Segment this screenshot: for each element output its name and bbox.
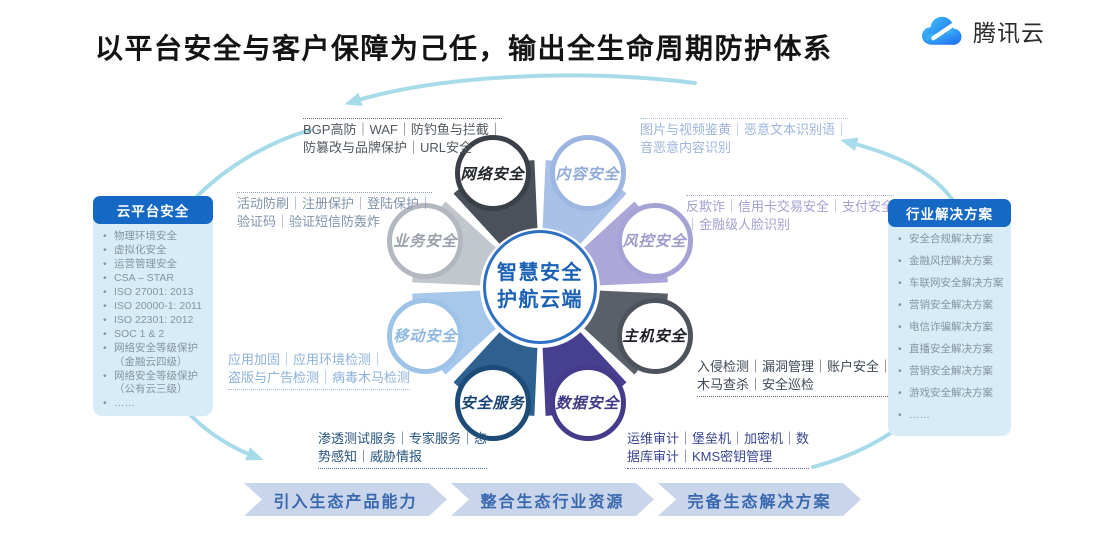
- note-mobile-security: 应用加固｜应用环境检测｜ 盗版与广告检测｜病毒木马检测: [228, 351, 411, 392]
- wheel-node-business-security: 业务安全: [387, 202, 464, 279]
- wheel-node-label: 业务安全: [393, 233, 458, 250]
- panel-header: 云平台安全: [93, 196, 213, 224]
- wheel-center-line1: 智慧安全: [497, 262, 583, 284]
- panel-item: 营销安全解决方案: [897, 299, 1006, 313]
- dotted-leader-line: [303, 118, 502, 119]
- chevron-label: 引入生态产品能力: [273, 493, 418, 511]
- note-line: 渗透测试服务｜专家服务｜态: [318, 431, 488, 446]
- brand-name: 腾讯云: [973, 20, 1045, 46]
- panel-item-list: 物理环境安全虚拟化安全运营管理安全CSA – STARISO 27001: 20…: [93, 230, 213, 411]
- panel-item: 游戏安全解决方案: [897, 387, 1006, 401]
- wheel-node-security-services: 安全服务: [454, 364, 531, 441]
- panel-item: 网络安全等级保护（公有云三级）: [102, 370, 208, 398]
- wheel-node-label: 风控安全: [622, 233, 687, 250]
- panel-item-list: 安全合规解决方案金融风控解决方案车联网安全解决方案营销安全解决方案电信诈骗解决方…: [888, 233, 1011, 423]
- wheel-center: 智慧安全 护航云端: [483, 230, 597, 344]
- wheel-node-risk-control-security: 风控安全: [616, 202, 693, 279]
- panel-item: CSA – STAR: [102, 272, 208, 286]
- brand-logo: 腾讯云: [916, 11, 1045, 51]
- panel-item: 直播安全解决方案: [897, 343, 1006, 357]
- dotted-leader-line: [697, 395, 893, 397]
- wheel-node-label: 网络安全: [460, 165, 525, 183]
- note-host-security: 入侵检测｜漏洞管理｜账户安全｜ 木马查杀｜安全巡检: [697, 358, 893, 399]
- chevron-step-3: 完备生态解决方案: [658, 483, 861, 516]
- note-line: 据库审计｜KMS密钥管理: [627, 448, 773, 464]
- chevron-label: 完备生态解决方案: [687, 493, 832, 511]
- note-line: 图片与视频鉴黄｜恶意文本识别语｜: [640, 122, 849, 137]
- note-line: 木马查杀｜安全巡检: [697, 376, 815, 392]
- wheel-node-label: 主机安全: [622, 328, 687, 345]
- panel-item: ISO 20000-1: 2011: [102, 300, 208, 314]
- note-line: 验证码｜验证短信防轰炸: [237, 213, 381, 229]
- chevron-label: 整合生态行业资源: [480, 493, 625, 511]
- note-business-security: 活动防刷｜注册保护｜登陆保护｜ 验证码｜验证短信防轰炸: [237, 190, 433, 231]
- dotted-leader-line: [686, 195, 895, 196]
- wheel-node-label: 安全服务: [460, 395, 525, 413]
- panel-item: ISO 22301: 2012: [102, 314, 208, 328]
- dotted-leader-line: [640, 118, 849, 119]
- panel-item: 金融风控解决方案: [897, 255, 1006, 269]
- flow-arc-top: [344, 73, 697, 106]
- note-content-security: 图片与视频鉴黄｜恶意文本识别语｜ 音恶意内容识别: [640, 116, 849, 157]
- chevron-step-2: 整合生态行业资源: [451, 483, 654, 516]
- panel-item: SOC 1 & 2: [102, 328, 208, 342]
- note-risk-control-security: 反欺诈｜信用卡交易安全｜支付安全 ｜金融级人脸识别: [686, 193, 895, 234]
- wheel-node-mobile-security: 移动安全: [387, 297, 464, 374]
- chevron-step-1: 引入生态产品能力: [244, 483, 447, 516]
- panel-item: 电信诈骗解决方案: [897, 321, 1006, 335]
- note-line: 音恶意内容识别: [640, 139, 732, 155]
- dotted-leader-line: [318, 467, 488, 469]
- panel-item: 车联网安全解决方案: [897, 277, 1006, 291]
- note-line: 运维审计｜堡垒机｜加密机｜数: [627, 431, 810, 446]
- panel-item: 营销安全解决方案: [897, 365, 1006, 379]
- wheel-node-label: 数据安全: [555, 395, 620, 413]
- note-line: 活动防刷｜注册保护｜登陆保护｜: [237, 196, 433, 211]
- panel-item: 安全合规解决方案: [897, 233, 1006, 247]
- note-line: 势感知｜威胁情报: [318, 448, 423, 464]
- wheel-node-network-security: 网络安全: [454, 135, 531, 212]
- wheel-node-host-security: 主机安全: [616, 297, 693, 374]
- dotted-leader-line: [228, 388, 411, 390]
- panel-item: ……: [897, 409, 1006, 423]
- dotted-leader-line: [237, 192, 433, 193]
- wheel-node-label: 移动安全: [393, 328, 458, 345]
- wheel-node-label: 内容安全: [555, 165, 620, 183]
- note-line: 应用加固｜应用环境检测｜: [228, 352, 385, 367]
- note-data-security: 运维审计｜堡垒机｜加密机｜数 据库审计｜KMS密钥管理: [627, 430, 810, 471]
- note-network-security: BGP高防｜WAF｜防钓鱼与拦截｜ 防篡改与品牌保护｜URL安全: [303, 116, 502, 157]
- note-security-services: 渗透测试服务｜专家服务｜态 势感知｜威胁情报: [318, 430, 488, 471]
- tencent-cloud-logo-icon: [921, 16, 962, 45]
- cloud-platform-security-panel: 云平台安全 物理环境安全虚拟化安全运营管理安全CSA – STARISO 270…: [93, 196, 213, 417]
- wheel-node-data-security: 数据安全: [549, 364, 626, 441]
- note-line: BGP高防｜WAF｜防钓鱼与拦截｜: [303, 122, 502, 137]
- dotted-leader-line: [627, 467, 810, 469]
- panel-item: 虚拟化安全: [102, 244, 208, 258]
- panel-item: 物理环境安全: [102, 230, 208, 244]
- panel-item: 网络安全等级保护（金融云四级）: [102, 342, 208, 370]
- note-line: 反欺诈｜信用卡交易安全｜支付安全: [686, 199, 895, 214]
- note-line: 入侵检测｜漏洞管理｜账户安全｜: [697, 359, 893, 374]
- page-title: 以平台安全与客户保障为己任，输出全生命周期防护体系: [95, 33, 833, 64]
- panel-header: 行业解决方案: [888, 199, 1011, 227]
- wheel-node-content-security: 内容安全: [549, 135, 626, 212]
- wheel-center-line2: 护航云端: [497, 289, 583, 311]
- industry-solutions-panel: 行业解决方案 安全合规解决方案金融风控解决方案车联网安全解决方案营销安全解决方案…: [888, 199, 1011, 436]
- note-line: 盗版与广告检测｜病毒木马检测: [228, 369, 411, 385]
- panel-item: ……: [102, 397, 208, 411]
- panel-item: ISO 27001: 2013: [102, 286, 208, 300]
- panel-item: 运营管理安全: [102, 258, 208, 272]
- note-line: ｜金融级人脸识别: [686, 216, 791, 232]
- note-line: 防篡改与品牌保护｜URL安全: [303, 139, 473, 155]
